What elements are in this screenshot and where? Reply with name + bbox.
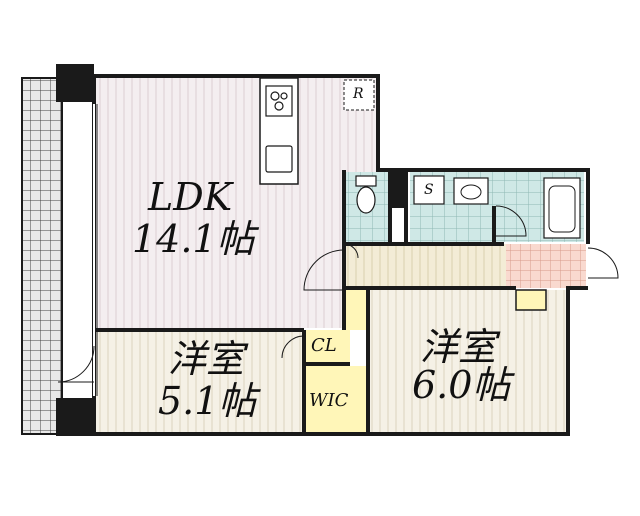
toilet-icon — [355, 175, 377, 214]
balcony — [21, 77, 63, 435]
walk-in-closet-label: WIC — [309, 390, 349, 411]
pillar-bottom — [56, 398, 94, 436]
sink-icon — [265, 145, 293, 173]
bathtub-icon — [543, 177, 581, 239]
entrance — [506, 244, 586, 288]
ldk-floor — [94, 76, 378, 328]
closet — [306, 330, 350, 364]
hall-closet — [344, 290, 366, 330]
walk-in-closet — [306, 366, 368, 434]
western-room-2-name: 洋室 — [420, 325, 497, 369]
closet-label: CL — [311, 335, 337, 356]
western-room-1-floor — [94, 330, 304, 434]
shoe-cabinet — [515, 289, 547, 311]
western-room-2-size: 6.0帖 — [412, 363, 511, 407]
door-swings — [57, 205, 619, 383]
western-room-1-name: 洋室 — [168, 337, 245, 381]
refrigerator-space — [343, 79, 375, 111]
ldk-size: 14.1帖 — [132, 217, 255, 261]
washer-space — [413, 175, 445, 205]
western-room-2-floor — [368, 290, 568, 434]
western-room-1-size: 5.1帖 — [158, 379, 257, 423]
vanity-sink-icon — [453, 177, 489, 205]
washer-mark: S — [424, 182, 434, 198]
refrigerator-mark: R — [353, 86, 364, 102]
ldk-name: LDK — [148, 175, 233, 219]
pillar-top — [56, 64, 94, 102]
stove-icon — [265, 85, 293, 117]
pillar-hall — [390, 172, 406, 208]
